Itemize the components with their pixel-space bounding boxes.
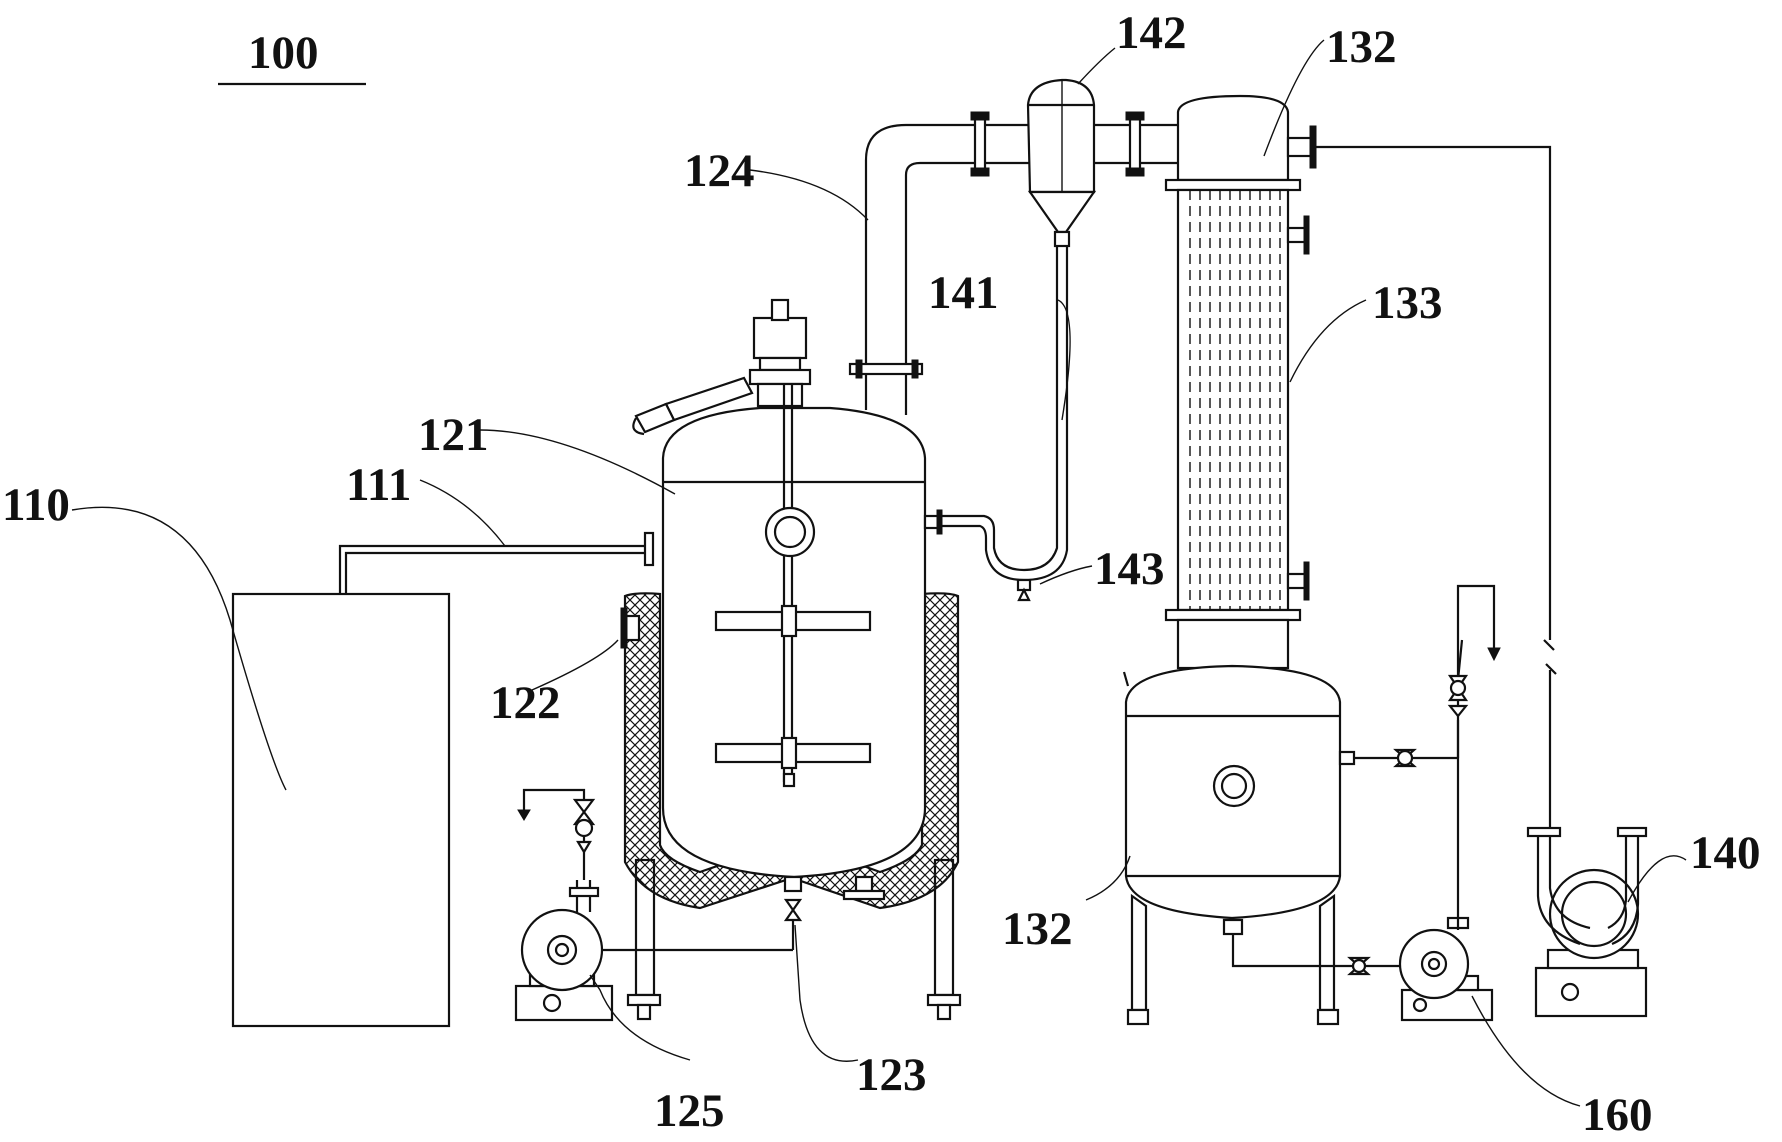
condenser-133 (1164, 94, 1557, 830)
label-142: 142 (1116, 7, 1187, 59)
label-133: 133 (1372, 277, 1443, 329)
label-122: 122 (490, 677, 561, 729)
label-125: 125 (654, 1085, 725, 1137)
figure-number: 100 (218, 27, 366, 86)
label-160: 160 (1582, 1089, 1653, 1141)
label-111: 111 (346, 459, 411, 511)
label-121: 121 (418, 409, 489, 461)
label-132-bottom: 132 (1002, 903, 1073, 955)
leader-lines (71, 39, 1687, 1107)
vapour-pipe-124 (848, 111, 1192, 415)
label-140: 140 (1690, 827, 1761, 879)
reactor-121 (590, 298, 962, 1021)
pump-125 (514, 788, 614, 1022)
u-trap-143 (942, 514, 1069, 602)
svg-text:100: 100 (248, 27, 319, 79)
label-132-top: 132 (1326, 21, 1397, 73)
separator-142 (1026, 78, 1097, 530)
label-110: 110 (2, 479, 70, 531)
label-143: 143 (1094, 543, 1165, 595)
label-141: 141 (928, 267, 999, 319)
vacuum-pump-140 (1526, 826, 1648, 1018)
label-124: 124 (684, 145, 755, 197)
part-labels: 110 111 121 122 123 124 125 132 132 133 … (2, 7, 1761, 1141)
receiver-132 (1122, 664, 1458, 1026)
label-123: 123 (856, 1049, 927, 1101)
storage-tank-110 (231, 531, 655, 1028)
pump-160 (1398, 584, 1501, 1022)
